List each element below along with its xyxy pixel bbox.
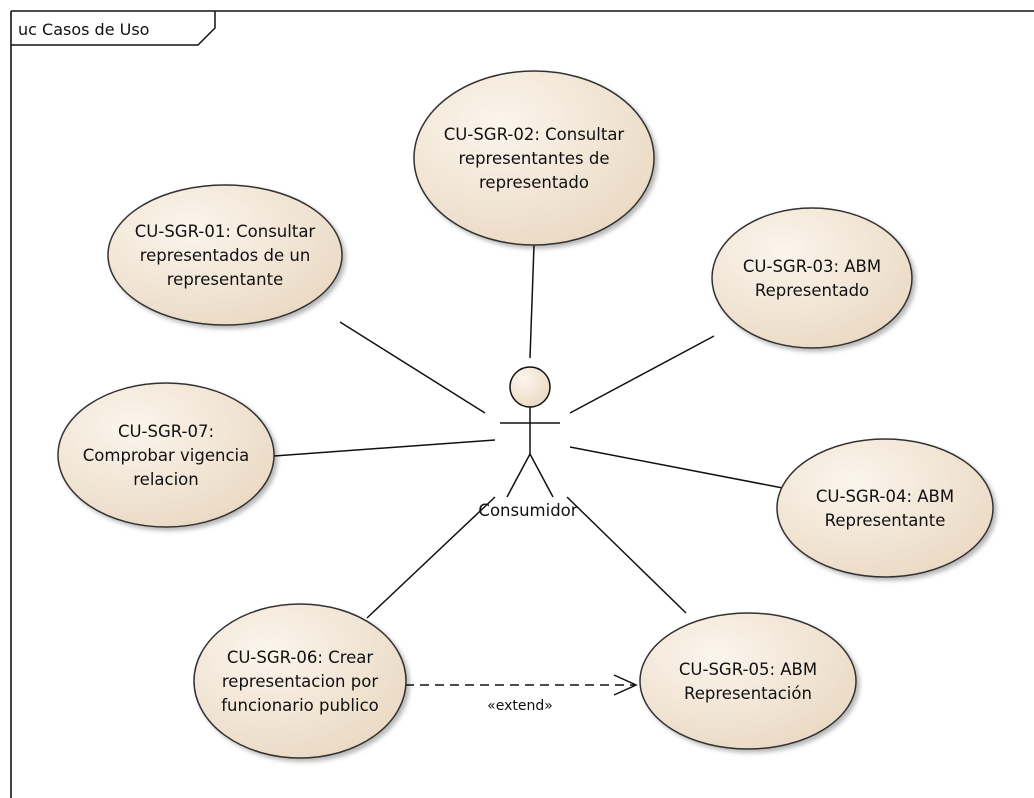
use-case-label-line: representante <box>167 270 283 289</box>
use-case-label-line: representados de un <box>140 246 311 265</box>
use-case-ellipse <box>711 207 913 349</box>
use-case-label-line: CU-SGR-02: Consultar <box>444 125 625 144</box>
use-case-uc01[interactable]: CU-SGR-01: Consultar representados de un r… <box>107 184 343 326</box>
use-case-label-line: funcionario publico <box>221 696 379 715</box>
association-uc02[interactable] <box>529 244 535 359</box>
association-uc07[interactable] <box>273 439 496 457</box>
use-cases: CU-SGR-01: Consultar representados de un r… <box>57 70 994 759</box>
frame-title: uc Casos de Uso <box>18 20 149 39</box>
extend-relation[interactable]: «extend» <box>405 674 638 714</box>
use-case-uc05[interactable]: CU-SGR-05: ABM Representación <box>639 612 857 750</box>
use-case-label-line: relacion <box>133 470 198 489</box>
use-case-label-line: CU-SGR-06: Crear <box>227 648 374 667</box>
diagram-frame: uc Casos de Uso <box>10 10 1034 798</box>
use-case-label-line: Comprobar vigencia <box>83 446 250 465</box>
frame-title-tab <box>11 11 216 46</box>
use-case-ellipse <box>107 184 343 326</box>
use-case-label-line: Representación <box>684 684 812 703</box>
use-case-ellipse <box>413 70 655 246</box>
association-uc06[interactable] <box>366 496 496 619</box>
extend-arrowhead <box>613 674 638 696</box>
use-case-ellipse <box>776 438 994 578</box>
association-uc03[interactable] <box>569 335 715 414</box>
use-case-uc03[interactable]: CU-SGR-03: ABM Representado <box>711 207 913 349</box>
association-uc04[interactable] <box>569 446 789 490</box>
use-case-uc02[interactable]: CU-SGR-02: Consultar representantes de rep… <box>413 70 655 246</box>
association-uc01[interactable] <box>339 321 486 414</box>
use-case-uc06[interactable]: CU-SGR-06: Crear representacion por funcio… <box>193 603 407 759</box>
use-case-label-line: representacion por <box>222 672 378 691</box>
use-case-ellipse <box>639 612 857 750</box>
use-case-label-line: CU-SGR-01: Consultar <box>135 222 316 241</box>
use-case-label-line: CU-SGR-04: ABM <box>816 487 954 506</box>
use-case-uc04[interactable]: CU-SGR-04: ABM Representante <box>776 438 994 578</box>
use-case-label-line: Representante <box>825 511 946 530</box>
associations <box>273 244 789 619</box>
association-uc05[interactable] <box>566 496 687 614</box>
use-case-uc07[interactable]: CU-SGR-07: Comprobar vigencia relacion <box>57 382 275 528</box>
use-case-ellipse <box>57 382 275 528</box>
extend-stereotype: «extend» <box>487 698 553 714</box>
use-case-ellipse <box>193 603 407 759</box>
actor-consumidor[interactable]: Consumidor <box>478 366 578 520</box>
use-case-label-line: CU-SGR-07: <box>118 422 214 441</box>
use-case-label-line: representantes de <box>459 149 610 168</box>
actor-stick-figure-icon <box>500 366 560 498</box>
use-case-label-line: representado <box>479 173 589 192</box>
actor-name: Consumidor <box>478 501 577 520</box>
use-case-label-line: CU-SGR-05: ABM <box>679 660 817 679</box>
use-case-label-line: CU-SGR-03: ABM <box>743 257 881 276</box>
use-case-label-line: Representado <box>755 281 869 300</box>
